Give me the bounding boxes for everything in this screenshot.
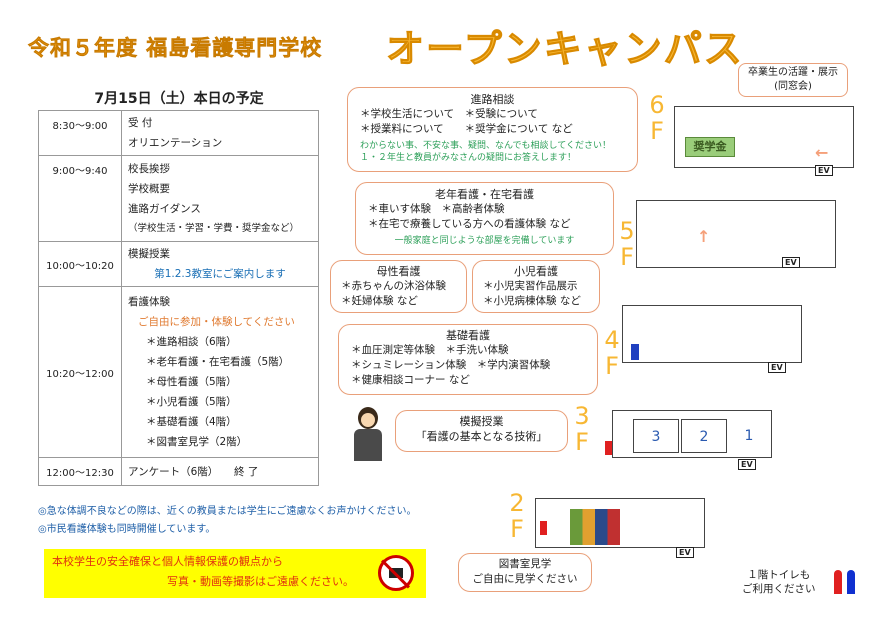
item: 受 付 xyxy=(128,117,153,129)
sub-item: ＊母性看護（5階） xyxy=(146,376,237,388)
sub-item: ＊進路相談（6階） xyxy=(146,336,237,348)
schedule-title: 7月15日（土）本日の予定 xyxy=(94,91,264,107)
box-title: 母性看護 xyxy=(376,265,421,278)
elderly-care-box: 老年看護・在宅看護 ＊車いす体験 ＊高齢者体験 ＊在宅で療養している方への看護体… xyxy=(355,182,614,255)
box-line: ＊健康相談コーナー など xyxy=(351,374,470,386)
mock-class-box: 模擬授業 「看護の基本となる技術」 xyxy=(395,410,568,452)
teacher-illustration xyxy=(348,405,386,465)
box-line: 「看護の基本となる技術」 xyxy=(415,430,548,443)
sub-item: ＊小児看護（5階） xyxy=(146,396,237,408)
item: 看護体験 xyxy=(128,296,170,308)
time-cell: 12:00〜12:30 xyxy=(38,457,122,486)
table-row: 10:00〜10:20 模擬授業第1.2.3教室にご案内します xyxy=(38,241,319,287)
box-line: 卒業生の活躍・展示 xyxy=(748,67,838,78)
time-cell: 10:20〜12:00 xyxy=(38,286,122,458)
free-join-note: ご自由に参加・体験してください xyxy=(138,316,295,328)
toilet-note: １階トイレもご利用ください xyxy=(742,569,816,595)
photo-warning: 本校学生の安全確保と個人情報保護の観点から 写真・動画等撮影はご遠慮ください。 xyxy=(44,549,426,598)
time-cell: 10:00〜10:20 xyxy=(38,241,122,287)
box-title: 老年看護・在宅看護 xyxy=(435,188,534,201)
item: 模擬授業 xyxy=(128,248,170,260)
box-line: ＊妊婦体験 など xyxy=(341,295,418,307)
table-row: 10:20〜12:00 看護体験ご自由に参加・体験してください ＊進路相談（6階… xyxy=(38,286,319,458)
pediatric-care-box: 小児看護 ＊小児実習作品展示 ＊小児病棟体験 など xyxy=(472,260,600,313)
box-title: 模擬授業 xyxy=(459,415,504,428)
box-line: ＊血圧測定等体験 ＊手洗い体験 xyxy=(351,344,509,356)
box-title: 基礎看護 xyxy=(446,329,490,342)
sub-item: ＊老年看護・在宅看護（5階） xyxy=(146,356,290,368)
female-restroom-icon xyxy=(834,570,842,594)
box-note: １・２年生と教員がみなさんの疑問にお答えします！ xyxy=(360,153,577,163)
event-title: オープンキャンパス xyxy=(386,27,744,72)
books-illustration xyxy=(570,509,620,545)
alumni-bubble: 卒業生の活躍・展示 (同窓会) xyxy=(738,63,848,97)
classroom-note: 第1.2.3教室にご案内します xyxy=(154,268,286,280)
career-counseling-box: 進路相談 ＊学校生活について ＊受験について ＊授業料について ＊奨学金について… xyxy=(347,87,638,172)
arrow-icon: ↑ xyxy=(697,227,711,246)
item: 学校概要 xyxy=(128,182,170,195)
maternal-care-box: 母性看護 ＊赤ちゃんの沐浴体験 ＊妊婦体験 など xyxy=(330,260,467,313)
restroom-icon xyxy=(540,521,547,535)
scholarship-sign: 奨学金 xyxy=(685,137,735,157)
elevator-label: EV xyxy=(738,459,756,470)
box-line: ＊小児病棟体験 など xyxy=(483,295,581,307)
basic-care-box: 基礎看護 ＊血圧測定等体験 ＊手洗い体験 ＊シュミレーション体験 ＊学内演習体験… xyxy=(338,324,598,395)
item: オリエンテーション xyxy=(128,137,223,149)
elevator-label: EV xyxy=(768,362,786,373)
note-1: ◎急な体調不良などの際は、近くの教員または学生にご遠慮なくお声かけください。 xyxy=(38,506,417,517)
no-photo-icon xyxy=(378,555,414,591)
box-line: ＊授業料について ＊奨学金について など xyxy=(360,123,573,135)
box-line: ＊シュミレーション体験 ＊学内演習体験 xyxy=(351,359,551,371)
box-note: 一般家庭と同じような部屋を完備しています xyxy=(394,236,575,246)
note-2: ◎市民看護体験も同時開催しています。 xyxy=(38,524,216,535)
warning-line-2: 写真・動画等撮影はご遠慮ください。 xyxy=(167,575,354,588)
restroom-icon xyxy=(605,441,612,455)
box-note: わからない事、不安な事、疑問、なんでも相談してください！ xyxy=(360,141,612,151)
box-line: ＊在宅で療養している方への看護体験 など xyxy=(368,218,571,230)
classroom-1: 1 xyxy=(744,428,754,444)
time-cell: 8:30〜9:00 xyxy=(38,110,122,156)
table-row: 9:00〜9:40 校長挨拶学校概要進路ガイダンス （学校生活・学習・学費・奨学金… xyxy=(38,155,319,242)
table-row: 12:00〜12:30 アンケート（6階） 終 了 xyxy=(38,457,319,486)
restroom-icon xyxy=(631,344,639,360)
box-line: ご自由に見学ください xyxy=(472,573,578,585)
warning-line-1: 本校学生の安全確保と個人情報保護の観点から xyxy=(52,555,283,568)
classroom-2: 2 xyxy=(681,419,727,453)
box-title: 進路相談 xyxy=(470,93,515,106)
box-title: 小児看護 xyxy=(514,265,558,278)
box-line: (同窓会) xyxy=(774,81,812,92)
time-cell: 9:00〜9:40 xyxy=(38,155,122,242)
sub-item: ＊基礎看護（4階） xyxy=(146,416,237,428)
box-line: ＊赤ちゃんの沐浴体験 xyxy=(341,280,446,292)
box-line: ＊小児実習作品展示 xyxy=(483,280,578,292)
item: 進路ガイダンス xyxy=(128,202,201,215)
item: （学校生活・学習・学費・奨学金など） xyxy=(128,222,300,234)
floor-6-plan: 奨学金 EV ← xyxy=(674,106,854,176)
library-box: 図書室見学 ご自由に見学ください xyxy=(458,553,592,592)
floor-3-plan: 3 2 1 EV xyxy=(605,410,772,470)
item: 校長挨拶 xyxy=(128,162,170,175)
elevator-label: EV xyxy=(782,257,800,268)
item: アンケート（6階） 終 了 xyxy=(128,465,259,478)
elevator-label: EV xyxy=(815,165,833,176)
sub-item: ＊図書室見学（2階） xyxy=(146,436,248,448)
elevator-label: EV xyxy=(676,547,694,558)
box-title: 図書室見学 xyxy=(498,558,552,570)
school-title: 令和５年度 福島看護専門学校 xyxy=(28,36,323,61)
male-restroom-icon xyxy=(847,570,855,594)
classroom-3: 3 xyxy=(633,419,679,453)
floor-4-plan: EV xyxy=(622,305,802,373)
floor-2-plan: EV xyxy=(535,498,705,558)
box-line: ＊車いす体験 ＊高齢者体験 xyxy=(368,203,505,215)
box-line: ＊学校生活について ＊受験について xyxy=(360,108,538,120)
floor-5-plan: EV ↑ xyxy=(636,200,836,268)
schedule-table: 8:30〜9:00 受 付オリエンテーション 9:00〜9:40 校長挨拶学校概… xyxy=(38,110,319,486)
arrow-icon: ← xyxy=(815,143,829,162)
table-row: 8:30〜9:00 受 付オリエンテーション xyxy=(38,110,319,156)
